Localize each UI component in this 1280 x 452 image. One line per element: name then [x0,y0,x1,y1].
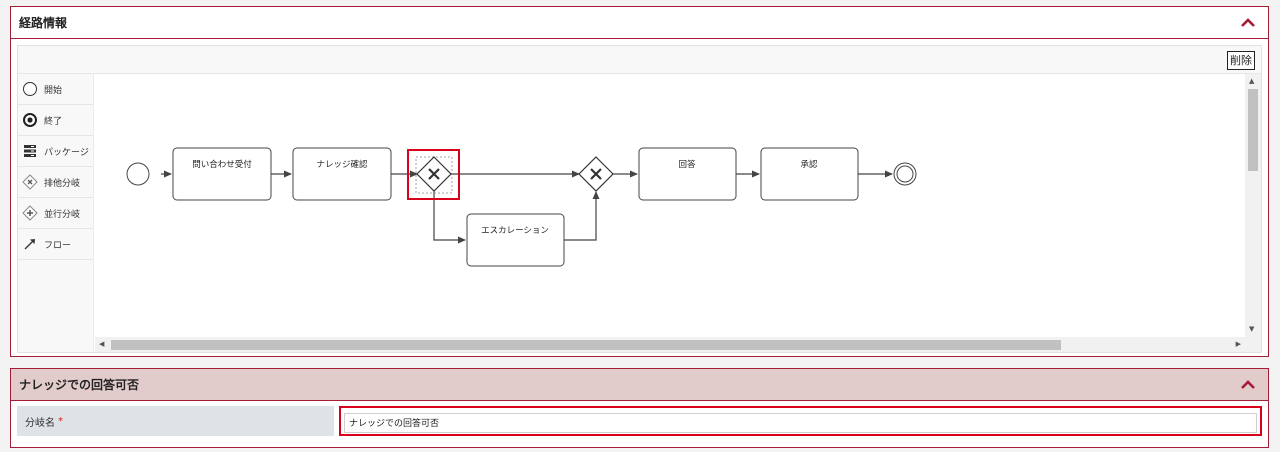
task-label: 回答 [678,159,696,170]
diagram-canvas[interactable]: 問い合わせ受付 ナレッジ確認 [95,74,1245,337]
branch-name-input[interactable] [344,412,1257,433]
task-approval[interactable]: 承認 [760,147,859,201]
palette-label: 排他分岐 [44,178,81,189]
exclusive-gateway-icon [22,174,38,190]
branch-name-field-wrap [339,406,1262,436]
editor-toolbar: 削除 [18,46,1261,74]
required-mark: * [58,415,63,427]
end-event[interactable] [893,162,917,186]
start-event-icon [22,81,38,97]
flow-arrow-icon [22,236,38,252]
parallel-gateway-icon [22,205,38,221]
horizontal-scroll-thumb[interactable] [111,340,1061,350]
palette-label: フロー [44,240,72,251]
field-label: 分岐名 [25,417,55,429]
package-icon [22,143,38,159]
task-escalation[interactable]: エスカレーション [466,213,565,267]
delete-button[interactable]: 削除 [1227,51,1255,70]
palette-item-end[interactable]: 終了 [18,105,93,136]
chevron-up-icon[interactable] [1238,375,1258,395]
scroll-up-icon[interactable]: ▲ [1249,77,1255,85]
exclusive-gateway-merge[interactable] [578,156,614,192]
task-knowledge-check[interactable]: ナレッジ確認 [292,147,392,201]
end-event-icon [22,112,38,128]
vertical-scrollbar[interactable]: ▲ ▼ [1245,74,1261,337]
branch-name-row: 分岐名 * [17,406,1262,436]
palette-item-exclusive-gateway[interactable]: 排他分岐 [18,167,93,198]
palette-item-parallel-gateway[interactable]: 並行分岐 [18,198,93,229]
task-label: エスカレーション [481,226,549,236]
branch-panel: ナレッジでの回答可否 分岐名 * [10,368,1269,448]
flow-connector[interactable] [433,191,466,244]
task-inquiry[interactable]: 問い合わせ受付 [172,147,272,201]
exclusive-gateway-selected[interactable] [407,149,460,200]
scroll-left-icon[interactable]: ◀ [99,340,105,348]
palette-label: 並行分岐 [44,209,81,220]
palette-item-start[interactable]: 開始 [18,74,93,105]
branch-title: ナレッジでの回答可否 [19,378,140,392]
flow-connector[interactable] [564,191,600,241]
branch-header[interactable]: ナレッジでの回答可否 [11,369,1268,401]
vertical-scroll-thumb[interactable] [1248,89,1258,171]
task-label: ナレッジ確認 [316,159,368,170]
route-info-header[interactable]: 経路情報 [11,7,1268,39]
task-label: 承認 [800,159,818,170]
task-label: 問い合わせ受付 [192,159,252,170]
scroll-down-icon[interactable]: ▼ [1249,325,1255,333]
scrollbar-corner [1245,337,1261,352]
palette-label: 開始 [44,85,63,96]
palette-item-package[interactable]: パッケージ [18,136,93,167]
palette-label: パッケージ [44,147,89,158]
chevron-up-icon[interactable] [1238,13,1258,33]
element-palette: 開始 終了 パッケージ 排他分岐 [18,74,94,352]
horizontal-scrollbar[interactable]: ◀ ▶ [95,337,1245,352]
scroll-right-icon[interactable]: ▶ [1235,340,1241,348]
route-editor: 削除 開始 終了 パッケージ [17,45,1262,353]
branch-name-label: 分岐名 * [17,406,334,436]
palette-label: 終了 [44,116,63,127]
route-info-panel: 経路情報 削除 開始 終了 [10,6,1269,357]
task-answer[interactable]: 回答 [638,147,737,201]
start-event[interactable] [126,162,150,186]
palette-item-flow[interactable]: フロー [18,229,93,260]
route-info-title: 経路情報 [19,16,68,30]
